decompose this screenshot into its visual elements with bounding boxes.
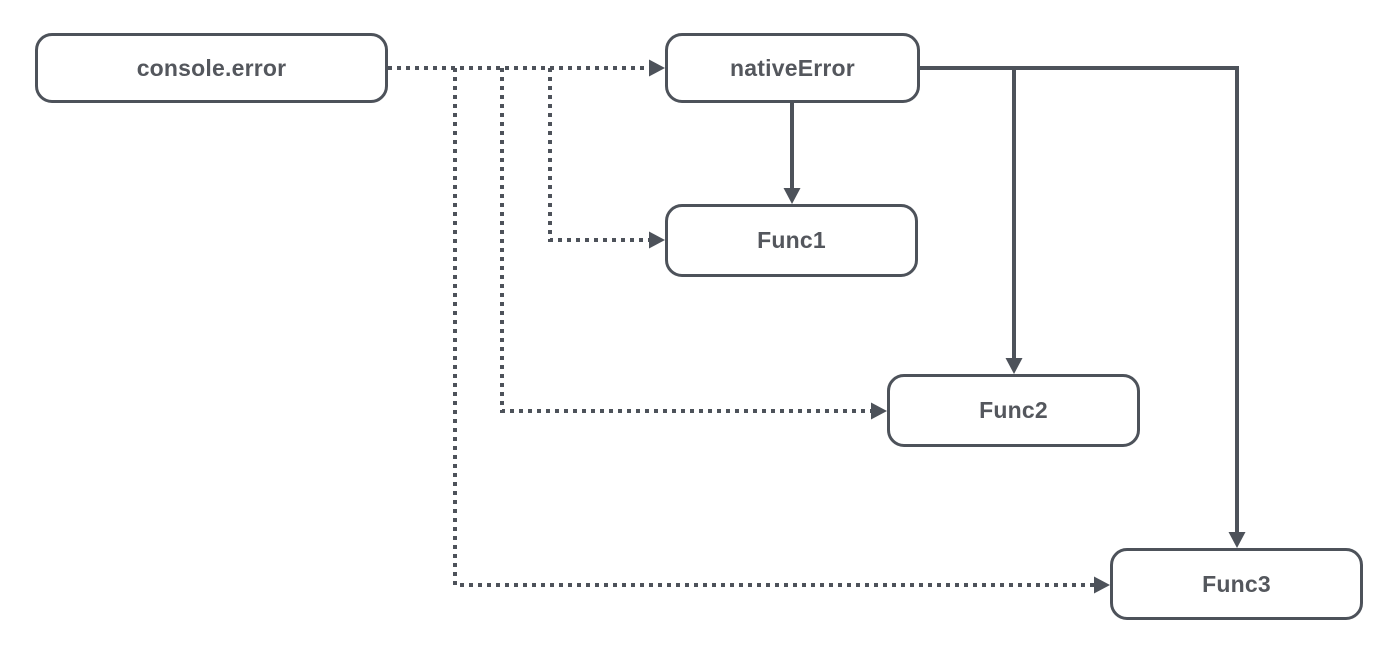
arrowhead-console-error-to-native-error bbox=[649, 59, 665, 77]
arrowhead-native-error-to-func1 bbox=[783, 188, 801, 204]
node-label: Func1 bbox=[757, 227, 826, 253]
arrowhead-native-error-to-func2 bbox=[1005, 358, 1023, 374]
edge-native-error-to-func2 bbox=[920, 66, 1016, 359]
arrowhead-console-error-to-func1 bbox=[649, 231, 665, 249]
node-func2: Func2 bbox=[887, 374, 1140, 447]
arrowhead-native-error-to-func3 bbox=[1228, 532, 1246, 548]
node-label: console.error bbox=[136, 54, 287, 81]
edge-console-error-to-func2 bbox=[500, 68, 872, 413]
node-label: nativeError bbox=[730, 54, 855, 81]
edge-console-error-to-func1 bbox=[548, 68, 650, 242]
node-func1: Func1 bbox=[665, 204, 918, 277]
node-label: Func2 bbox=[979, 397, 1048, 423]
node-label: Func3 bbox=[1202, 570, 1271, 597]
arrowhead-console-error-to-func2 bbox=[871, 402, 887, 420]
edge-native-error-to-func3 bbox=[920, 66, 1239, 533]
node-native-error: nativeError bbox=[665, 33, 920, 103]
edge-console-error-to-func3 bbox=[453, 68, 1095, 587]
node-console-error: console.error bbox=[35, 33, 388, 103]
arrowhead-console-error-to-func3 bbox=[1094, 576, 1110, 594]
node-func3: Func3 bbox=[1110, 548, 1363, 620]
